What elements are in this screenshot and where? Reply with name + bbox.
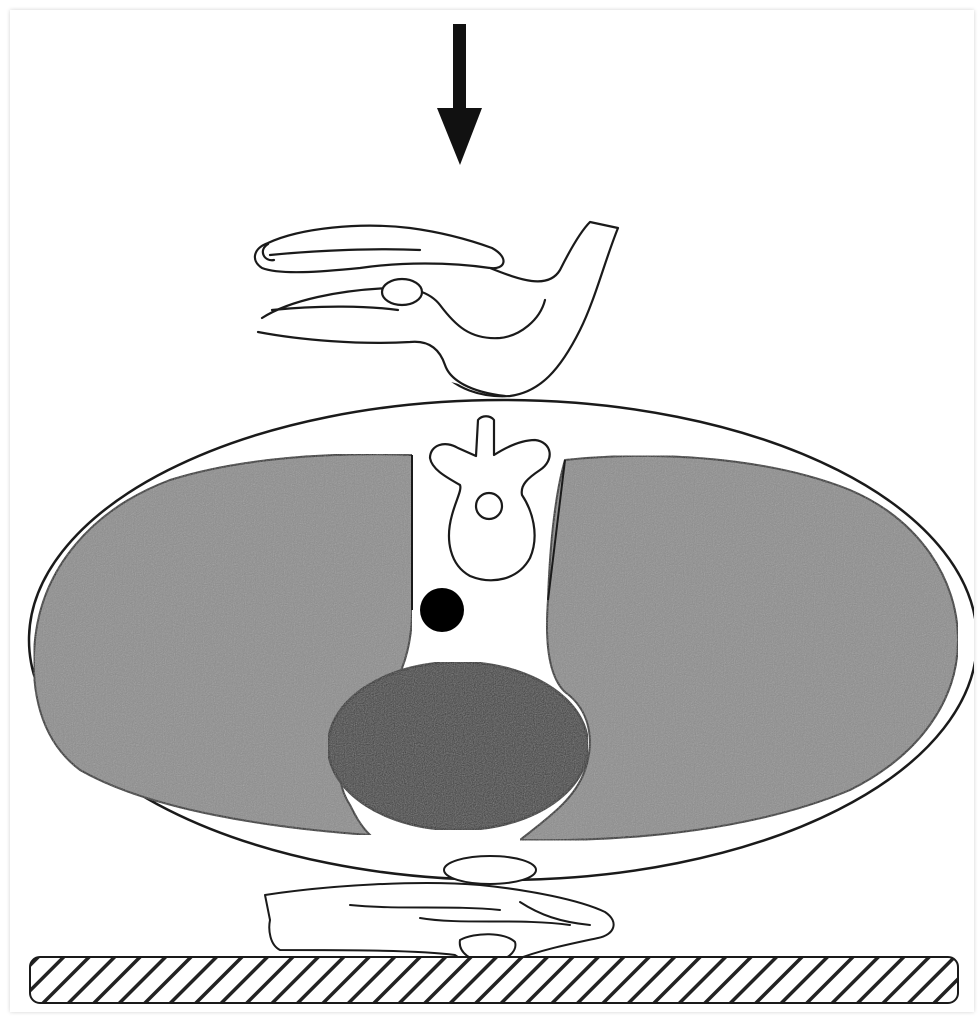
right-lung xyxy=(520,456,958,840)
top-hands-icon xyxy=(255,222,618,396)
chest-compression-diagram xyxy=(10,10,974,1012)
aorta xyxy=(420,588,464,632)
floor-surface xyxy=(30,957,958,1003)
bottom-hand-icon xyxy=(265,883,614,964)
heart xyxy=(328,662,588,830)
arrow-down-icon xyxy=(437,24,482,165)
sternum xyxy=(444,856,536,884)
figure-frame xyxy=(10,10,974,1012)
